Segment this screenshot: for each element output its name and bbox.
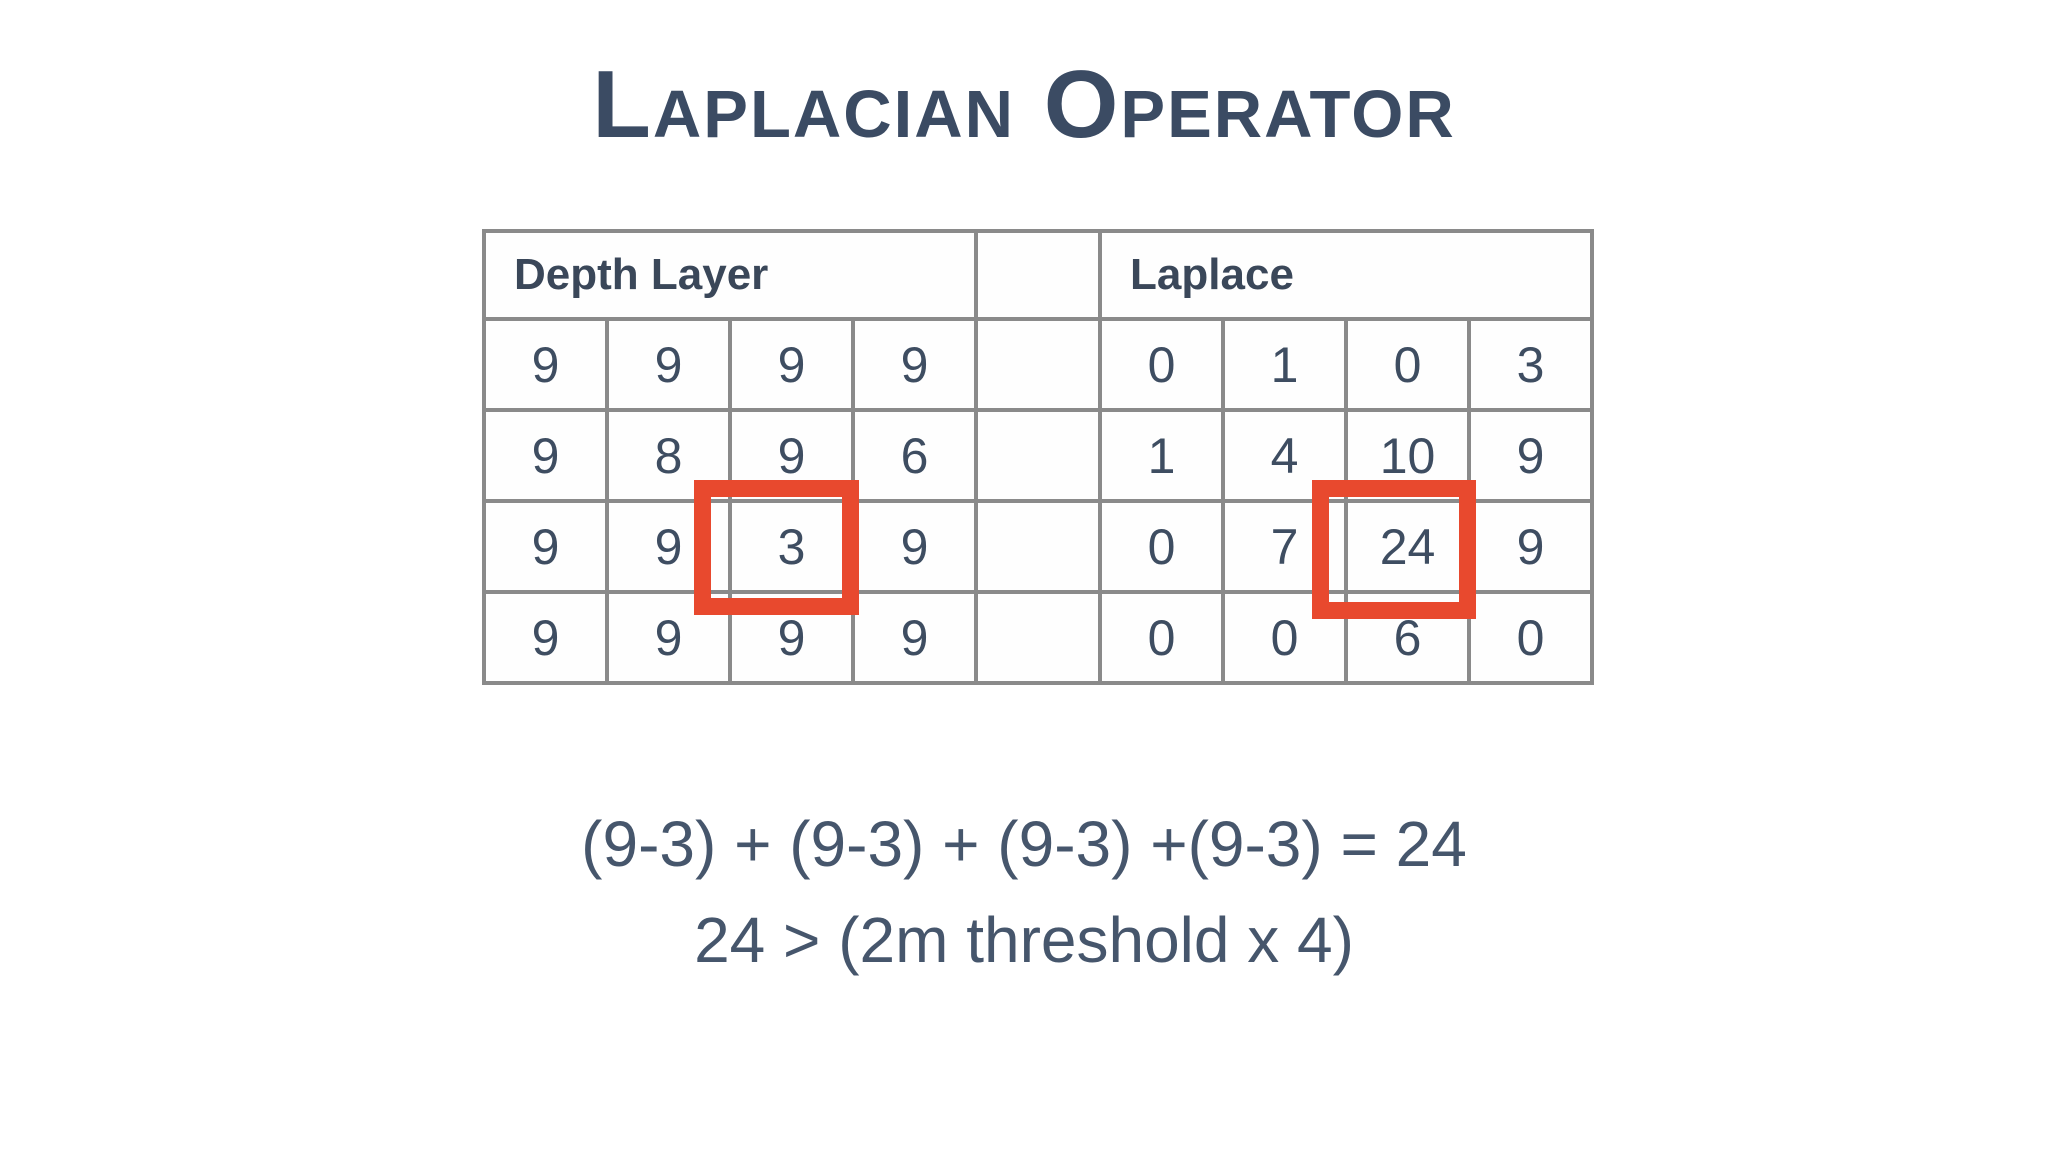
- gap-cell: [974, 590, 1103, 685]
- formula-line-1: (9-3) + (9-3) + (9-3) +(9-3) = 24: [581, 808, 1467, 880]
- laplace-cell: 3: [1467, 317, 1595, 412]
- depth-cell: 9: [850, 590, 979, 685]
- formula-block: (9-3) + (9-3) + (9-3) +(9-3) = 24 24 > (…: [0, 796, 2048, 988]
- table-row: 9 8 9 6 1 4 10 9: [482, 408, 1595, 503]
- table-row: 9 9 9 9 0 1 0 3: [482, 317, 1595, 412]
- laplace-cell: 0: [1344, 317, 1472, 412]
- gap-cell: [974, 317, 1103, 412]
- laplace-header: Laplace: [1098, 229, 1595, 321]
- gap-cell: [974, 499, 1103, 594]
- laplace-cell: 1: [1221, 317, 1349, 412]
- depth-cell: 9: [850, 317, 979, 412]
- laplace-cell: 0: [1221, 590, 1349, 685]
- gap-cell: [974, 408, 1103, 503]
- depth-layer-header: Depth Layer: [481, 229, 979, 321]
- depth-laplace-table: Depth Layer Laplace 9 9 9 9 0 1 0 3 9 8 …: [481, 229, 1595, 685]
- depth-cell: 9: [850, 499, 979, 594]
- highlight-box-depth-3: [694, 480, 859, 615]
- depth-cell: 6: [850, 408, 979, 503]
- laplace-cell: 0: [1098, 317, 1226, 412]
- depth-cell: 9: [605, 317, 732, 412]
- depth-cell: 9: [482, 408, 609, 503]
- depth-cell: 9: [728, 317, 855, 412]
- depth-cell: 9: [482, 317, 609, 412]
- table-header-row: Depth Layer Laplace: [481, 229, 1595, 321]
- formula-line-2: 24 > (2m threshold x 4): [694, 904, 1354, 976]
- laplace-cell: 9: [1467, 408, 1595, 503]
- depth-cell: 8: [605, 408, 732, 503]
- gap-cell: [974, 229, 1103, 321]
- laplace-cell: 9: [1467, 499, 1595, 594]
- depth-cell-highlighted: 3: [728, 499, 855, 594]
- laplace-cell: 0: [1098, 590, 1226, 685]
- laplace-cell: 1: [1098, 408, 1226, 503]
- depth-cell: 9: [482, 499, 609, 594]
- slide-title: Laplacian Operator: [592, 51, 1456, 158]
- laplace-cell: 0: [1098, 499, 1226, 594]
- depth-cell: 9: [482, 590, 609, 685]
- laplace-cell: 0: [1467, 590, 1595, 685]
- highlight-box-laplace-24: [1312, 480, 1476, 619]
